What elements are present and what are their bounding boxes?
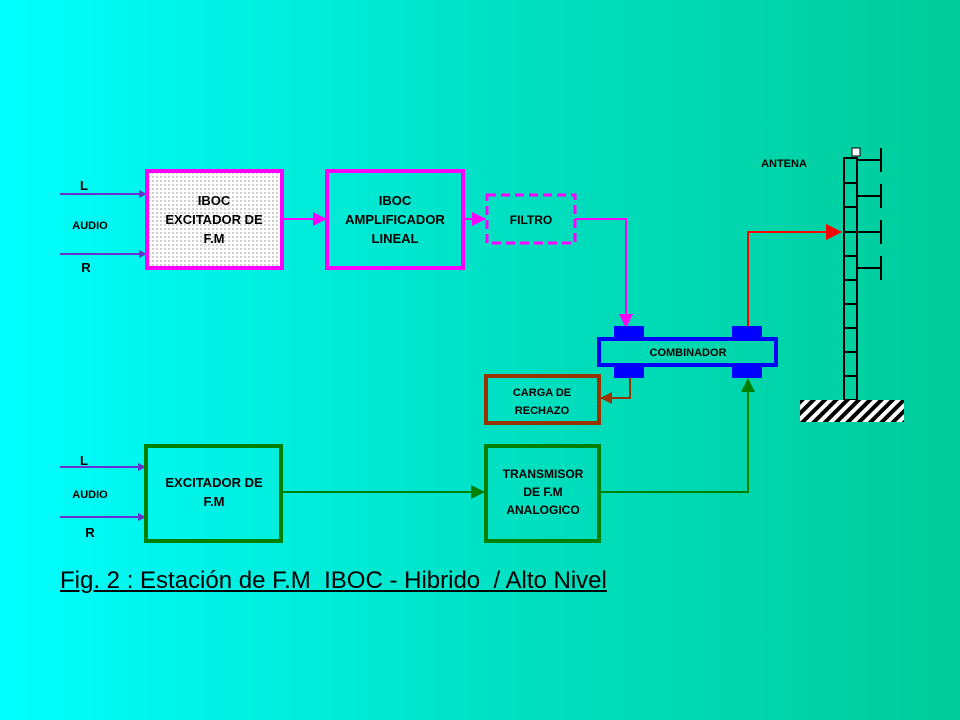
combiner-to-antenna-arrow	[747, 224, 842, 326]
combiner-port-right-bottom	[732, 364, 762, 378]
figure-caption: Fig. 2 : Estación de F.M IBOC - Hibrido …	[60, 567, 607, 594]
bottom-input-l-label: L	[80, 453, 88, 468]
iboc-exciter-line1: IBOC	[198, 193, 231, 208]
antenna-elements	[857, 148, 882, 280]
bottom-input-r-label: R	[85, 525, 95, 540]
iboc-amplifier-line2: AMPLIFICADOR	[345, 212, 445, 227]
iboc-exciter-block: IBOC EXCITADOR DE F.M	[145, 169, 284, 270]
analog-transmitter-block: TRANSMISOR DE F.M ANALOGICO	[484, 444, 601, 543]
combiner-port-left-top	[614, 326, 644, 340]
combiner-port-right-top	[732, 326, 762, 340]
iboc-amplifier-line1: IBOC	[379, 193, 412, 208]
filter-block: FILTRO	[485, 193, 577, 245]
antenna-rungs	[844, 182, 857, 377]
antenna: ANTENA	[761, 147, 904, 422]
top-input-audio-label: AUDIO	[72, 220, 108, 232]
top-audio-inputs: L AUDIO R	[60, 178, 147, 275]
ground-hatch	[800, 400, 904, 422]
iboc-amplifier-block: IBOC AMPLIFICADOR LINEAL	[325, 169, 465, 270]
iboc-amplifier-line3: LINEAL	[372, 231, 419, 246]
iboc-exciter-line3: F.M	[204, 231, 225, 246]
analog-tx-line3: ANALOGICO	[506, 503, 579, 517]
analog-tx-line1: TRANSMISOR	[503, 467, 584, 481]
combiner-block: COMBINADOR	[597, 326, 778, 378]
filter-to-combiner-arrow	[575, 218, 633, 328]
combiner-port-left-bottom	[614, 364, 644, 378]
filter-label: FILTRO	[510, 213, 552, 227]
antenna-beacon	[851, 147, 861, 157]
combiner-to-reject-load-arrow	[600, 378, 631, 404]
bottom-input-audio-label: AUDIO	[72, 489, 108, 501]
top-input-r-label: R	[81, 260, 91, 275]
reject-load-block: CARGA DE RECHAZO	[484, 374, 601, 425]
top-input-l-label: L	[80, 178, 88, 193]
fm-exciter-line2: F.M	[204, 494, 225, 509]
antenna-label: ANTENA	[761, 158, 807, 170]
bottom-audio-inputs: L AUDIO R	[60, 453, 146, 540]
iboc-exciter-line2: EXCITADOR DE	[165, 212, 263, 227]
reject-load-line2: RECHAZO	[515, 405, 570, 417]
transmitter-to-combiner-arrow	[599, 378, 755, 493]
combiner-label: COMBINADOR	[650, 347, 727, 359]
fm-exciter-block: EXCITADOR DE F.M	[144, 444, 283, 543]
analog-tx-line2: DE F.M	[523, 485, 562, 499]
fm-exciter-line1: EXCITADOR DE	[165, 475, 263, 490]
reject-load-line1: CARGA DE	[513, 387, 571, 399]
